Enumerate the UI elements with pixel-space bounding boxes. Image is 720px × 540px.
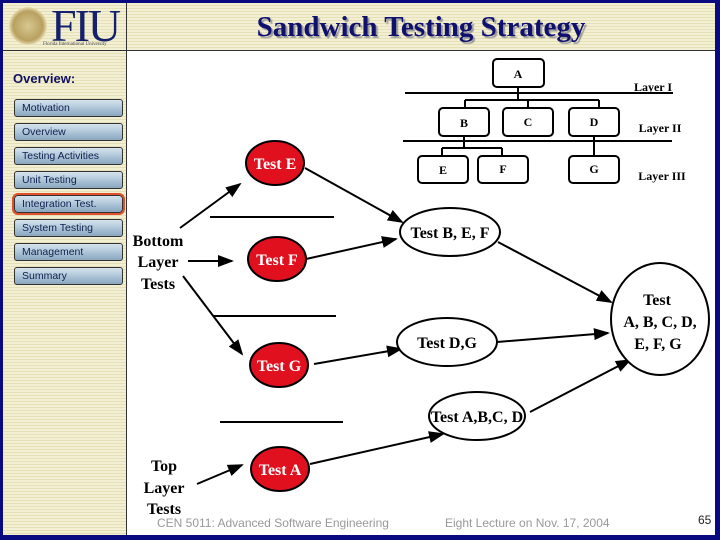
tree-connector	[464, 87, 600, 108]
logo-subtext: Florida International University	[43, 42, 107, 47]
test-e-node	[245, 140, 305, 186]
header: Sandwich Testing Strategy	[127, 3, 715, 51]
module-g: G	[589, 162, 598, 176]
module-box-d	[568, 107, 620, 137]
layer-label: Layer I	[634, 80, 672, 94]
sidebar-item-summary[interactable]: Summary	[14, 267, 123, 285]
logo-text: FIU	[51, 3, 121, 51]
layer-label: Layer III	[638, 169, 686, 183]
test-dg-label: Test D,G	[417, 335, 477, 352]
sidebar: Overview: Motivation Overview Testing Ac…	[3, 51, 127, 535]
tree-connector	[441, 136, 595, 156]
sidebar-item-management[interactable]: Management	[14, 243, 123, 261]
test-all-label: A, B, C, D,	[623, 314, 696, 331]
top-layer-label: Top	[151, 458, 177, 475]
top-layer-label: Layer	[144, 480, 185, 497]
arrow	[196, 464, 244, 485]
arrow	[496, 328, 610, 343]
test-all-label: Test	[643, 292, 672, 309]
module-box-c	[502, 107, 554, 137]
layer-label: Layer II	[639, 121, 682, 135]
sidebar-item-unit-testing[interactable]: Unit Testing	[14, 171, 123, 189]
sidebar-heading: Overview:	[13, 71, 76, 86]
module-box-f	[477, 155, 529, 184]
test-abcd-node	[428, 391, 526, 441]
footer-course: CEN 5011: Advanced Software Engineering	[157, 516, 389, 530]
test-abcd-label: Test A,B,C, D	[431, 409, 523, 426]
sidebar-item-integration-test[interactable]: Integration Test.	[12, 193, 125, 215]
sidebar-item-motivation[interactable]: Motivation	[14, 99, 123, 117]
module-box-b	[438, 107, 490, 137]
test-bef-node	[399, 207, 501, 257]
test-a-label: Test A	[259, 462, 302, 479]
module-f: F	[499, 162, 506, 176]
module-box-e	[417, 155, 469, 184]
module-e: E	[439, 163, 447, 177]
top-layer-label: Tests	[147, 501, 181, 518]
page-number: 65	[698, 513, 712, 527]
test-g-label: Test G	[257, 358, 302, 375]
page-title: Sandwich Testing Strategy	[256, 11, 586, 43]
test-a-node	[250, 446, 310, 492]
test-all-node	[610, 262, 710, 376]
module-a: A	[514, 67, 523, 81]
module-box-g	[568, 155, 620, 184]
arrow	[309, 431, 445, 465]
arrow	[529, 359, 632, 413]
sidebar-item-system-testing[interactable]: System Testing	[14, 219, 123, 237]
module-b: B	[460, 116, 468, 130]
fiu-logo: FIU Florida International University	[3, 3, 127, 51]
test-f-node	[247, 236, 307, 282]
bottom-layer-label: Tests	[141, 276, 175, 293]
arrow	[182, 275, 244, 356]
test-all-label: E, F, G	[634, 336, 682, 353]
slide: FIU Florida International University San…	[3, 3, 715, 535]
test-dg-node	[396, 317, 498, 367]
bottom-layer-label: Bottom	[133, 233, 184, 250]
test-g-node	[249, 342, 309, 388]
sandwich-diagram: A B C D E F G Layer I Layer II Layer III	[133, 58, 710, 518]
test-f-label: Test F	[256, 252, 298, 269]
university-seal-icon	[9, 7, 47, 45]
bottom-layer-label: Layer	[138, 254, 179, 271]
arrow	[305, 236, 398, 260]
arrow	[497, 241, 613, 303]
arrow	[304, 167, 404, 223]
footer-lecture: Eight Lecture on Nov. 17, 2004	[445, 516, 610, 530]
arrow	[313, 345, 403, 365]
module-d: D	[590, 115, 599, 129]
sidebar-item-overview[interactable]: Overview	[14, 123, 123, 141]
module-c: C	[524, 115, 533, 129]
test-bef-label: Test B, E, F	[411, 225, 490, 242]
module-box-a	[492, 58, 545, 88]
test-e-label: Test E	[254, 156, 297, 173]
arrow	[179, 182, 242, 229]
sidebar-item-testing-activities[interactable]: Testing Activities	[14, 147, 123, 165]
